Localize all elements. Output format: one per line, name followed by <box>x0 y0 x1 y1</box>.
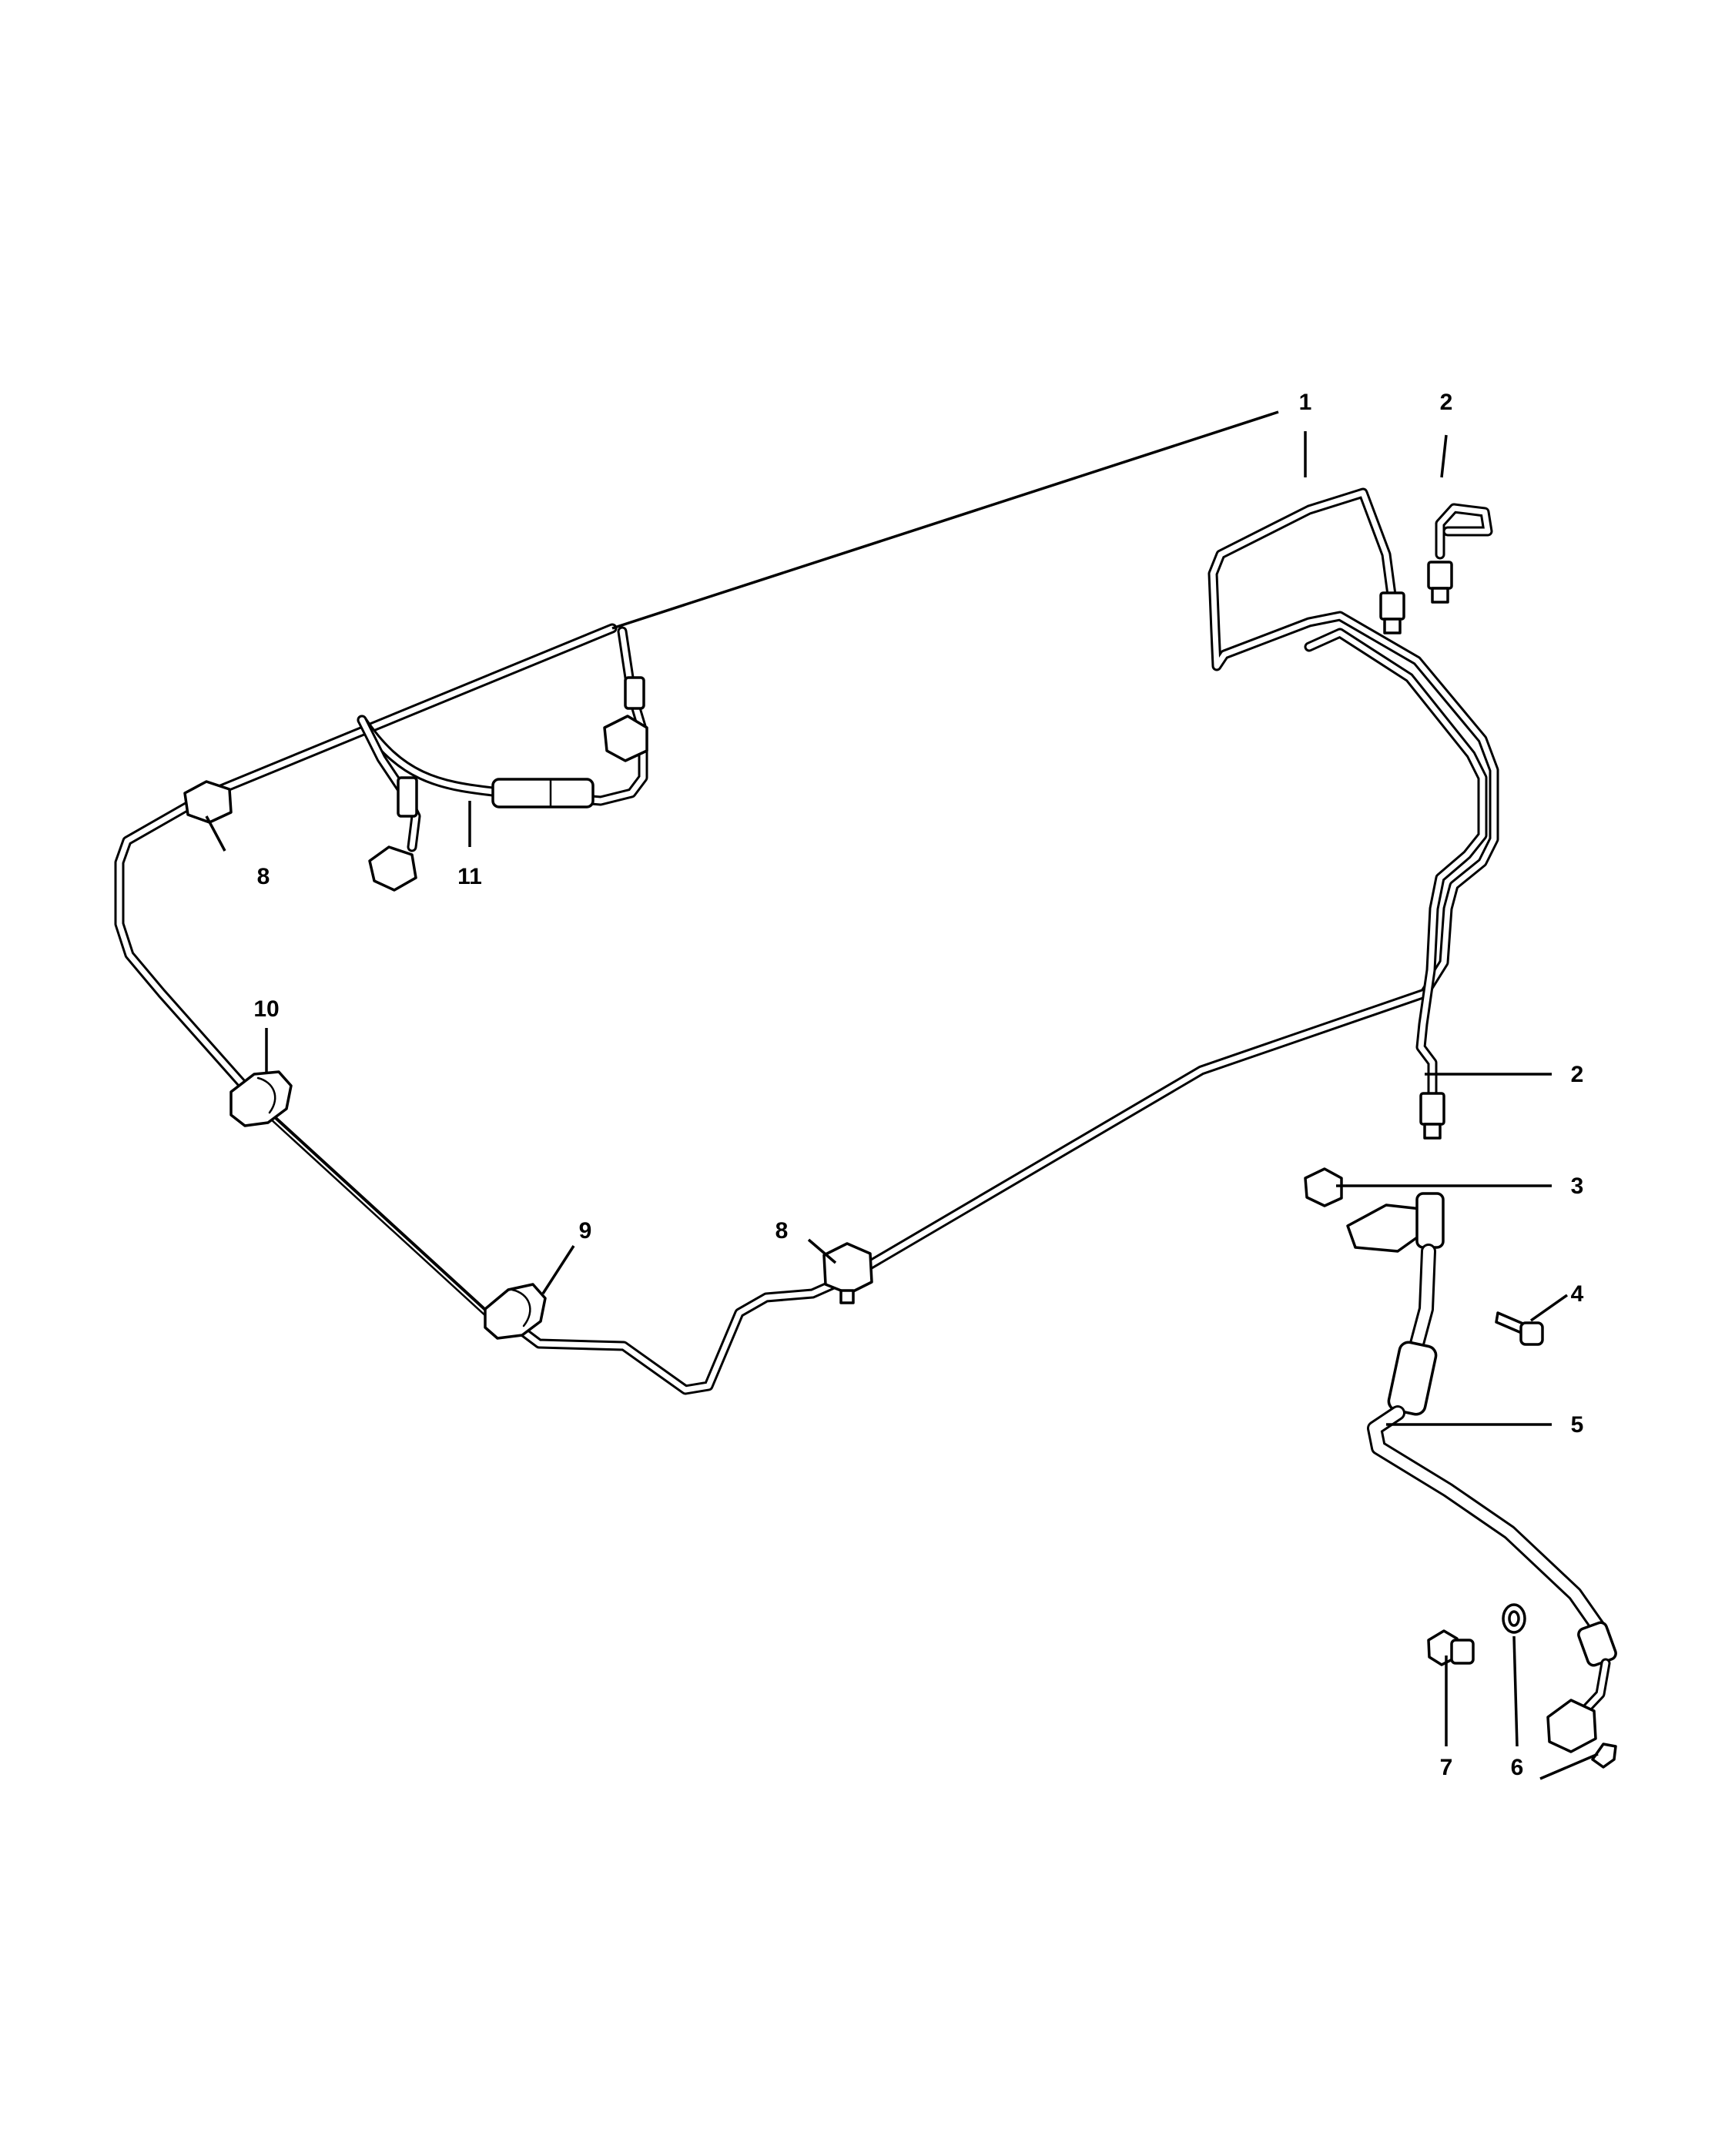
leader-lines <box>205 410 1599 1780</box>
fitting-nut-3 <box>1419 1092 1445 1126</box>
clip-10 <box>229 1070 293 1127</box>
callout-2-top: 2 <box>1440 390 1453 415</box>
callout-1: 1 <box>1299 390 1312 415</box>
clip-8-upper <box>183 780 233 824</box>
fitting-tip-2 <box>1431 587 1449 604</box>
crossover-fitting-left <box>397 776 418 818</box>
callout-6: 6 <box>1511 1755 1524 1780</box>
callout-7: 7 <box>1440 1755 1453 1780</box>
clip-8-lower <box>822 1242 873 1304</box>
callout-9: 9 <box>579 1218 592 1244</box>
callout-4: 4 <box>1571 1281 1584 1307</box>
hose-bracket <box>1346 1204 1426 1253</box>
hose-end-sleeve <box>1577 1621 1617 1667</box>
part-7 <box>1427 1629 1475 1666</box>
callout-8-lower: 8 <box>775 1218 789 1244</box>
fitting-nut-1 <box>1379 591 1405 621</box>
bolt-4 <box>1495 1311 1544 1346</box>
callout-2-right: 2 <box>1571 1062 1584 1087</box>
fitting-tip-3 <box>1423 1123 1442 1140</box>
clip-3 <box>1304 1167 1343 1207</box>
crossover-fitting-right <box>624 676 645 710</box>
retaining-clip <box>1591 1743 1617 1769</box>
callout-5: 5 <box>1571 1412 1584 1438</box>
tube-fittings <box>1379 561 1453 1140</box>
callout-8-upper: 8 <box>257 864 270 889</box>
rear-crossover-tube <box>357 626 648 892</box>
fitting-nut-2 <box>1427 561 1453 590</box>
crossover-hose-sleeve <box>491 778 595 808</box>
hose-end-fitting-top <box>1415 1192 1445 1249</box>
callout-10: 10 <box>253 996 279 1022</box>
clip-9 <box>484 1283 547 1340</box>
washer-6 <box>1502 1603 1526 1634</box>
hose-banjo-block <box>1546 1699 1597 1753</box>
crossover-block-left <box>368 845 417 892</box>
front-brake-hose <box>1346 1192 1617 1753</box>
callout-11: 11 <box>457 864 482 889</box>
hose-sleeve <box>1387 1341 1438 1416</box>
crossover-block-right <box>603 715 648 762</box>
callout-3: 3 <box>1571 1173 1584 1199</box>
fitting-tip-1 <box>1383 618 1402 634</box>
brake-tube-main <box>114 487 1499 1395</box>
callout-labels: 1 2 2 3 4 5 6 7 8 8 9 10 11 <box>253 390 1583 1780</box>
